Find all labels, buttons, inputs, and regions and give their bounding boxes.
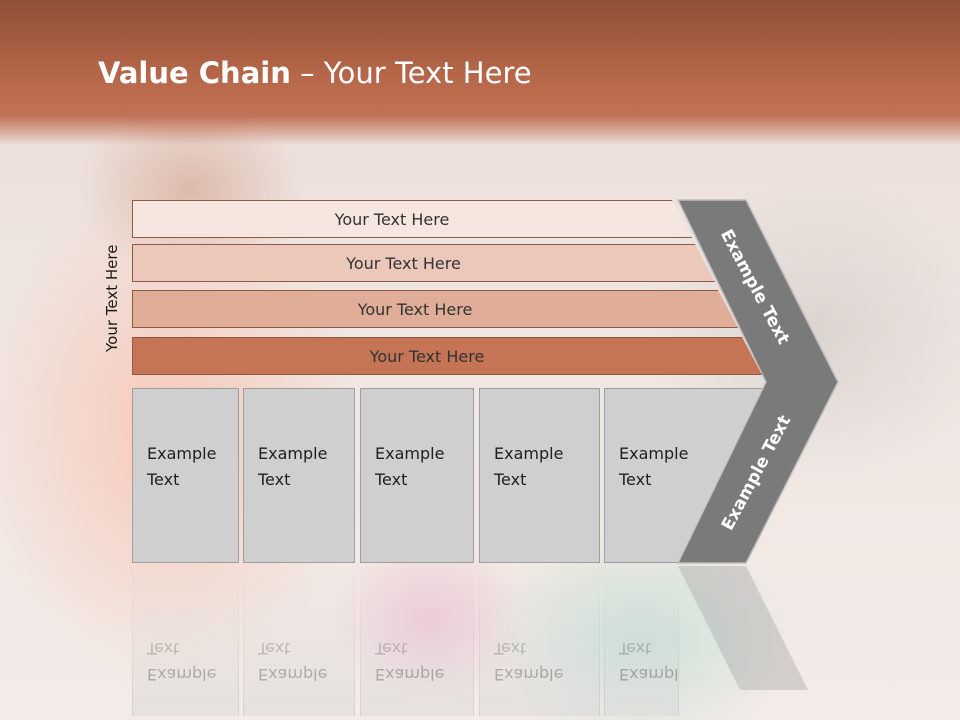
column-line-2: Text [494,470,527,489]
activity-row: Your Text Here [132,290,738,328]
column-line-1: Example [494,444,564,463]
column-line-2: Text [258,470,291,489]
column-line-1: Example [619,444,689,463]
chevron-reflection [678,566,808,690]
column-line-2: Text [619,470,652,489]
title-bold: Value Chain [98,56,291,90]
title-rest: – Your Text Here [290,56,532,90]
activity-row: Your Text Here [132,337,762,375]
column-line-1: Example [147,444,217,463]
activity-row-label: Your Text Here [334,209,450,229]
activity-row-label: Your Text Here [346,253,461,273]
activity-row: Your Text Here [132,244,715,282]
column-line-2: Text [147,470,180,489]
column-line-1: Example [258,444,328,463]
column-line-2: Text [375,470,408,489]
activity-row: Your Text Here [132,200,692,238]
activity-row-label: Your Text Here [369,346,485,366]
column-line-1: Example [375,444,445,463]
title-bar [0,0,960,145]
activity-row-label: Your Text Here [357,299,473,319]
slide-title: Value Chain – Your Text Here [98,56,532,90]
chevron-shape [676,199,839,564]
